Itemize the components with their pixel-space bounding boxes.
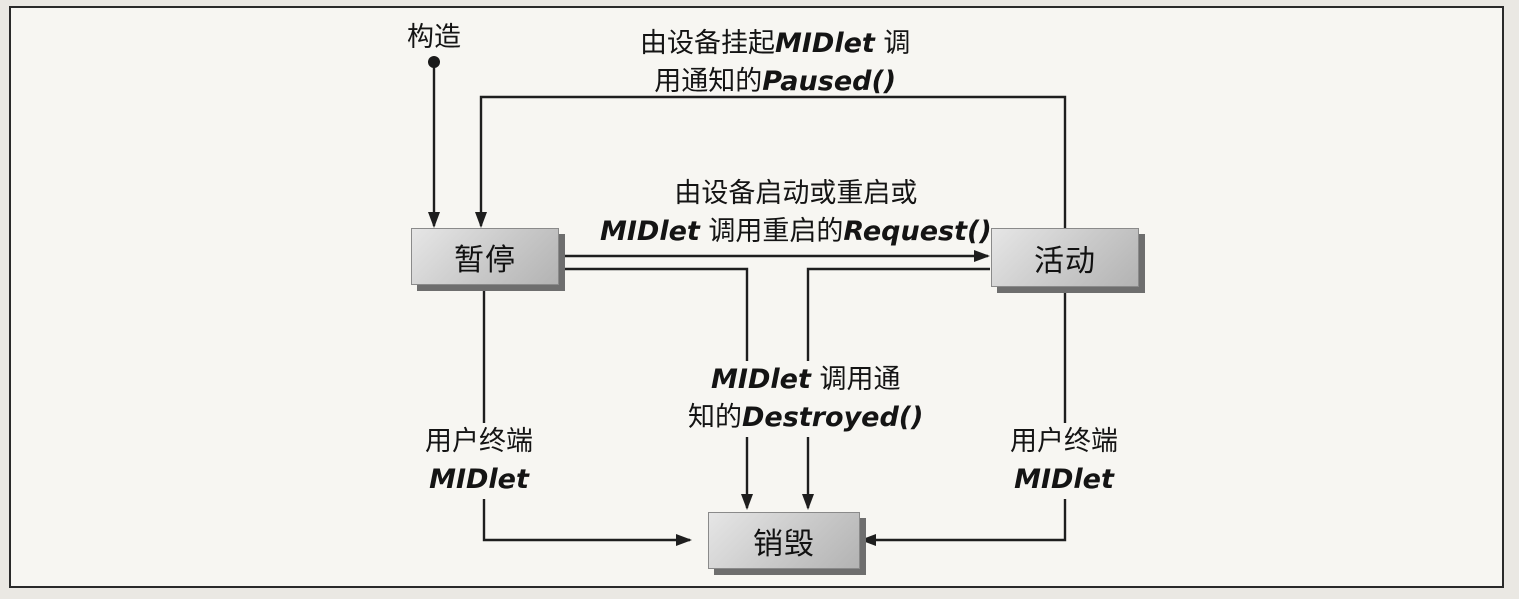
pause-arrow — [475, 95, 1067, 228]
user-terminate-left-label: 用户终端 MIDlet — [425, 423, 533, 499]
user-left-arrow — [482, 286, 692, 546]
destroy-transition-label: MIDlet 调用通 知的Destroyed() — [688, 361, 924, 437]
state-active: 活动 — [991, 228, 1139, 287]
start-transition-label: 由设备启动或重启或 MIDlet 调用重启的Request() — [600, 178, 992, 247]
diagram-frame — [9, 6, 1504, 588]
start-dot — [428, 56, 440, 68]
user-right-arrow — [860, 288, 1067, 546]
user-terminate-right-label: 用户终端 MIDlet — [1010, 423, 1118, 499]
state-paused: 暂停 — [411, 228, 559, 285]
start-label: 构造 — [407, 22, 461, 53]
pause-transition-label: 由设备挂起MIDlet 调 用通知的Paused() — [640, 28, 911, 97]
state-destroyed: 销毁 — [708, 512, 860, 569]
